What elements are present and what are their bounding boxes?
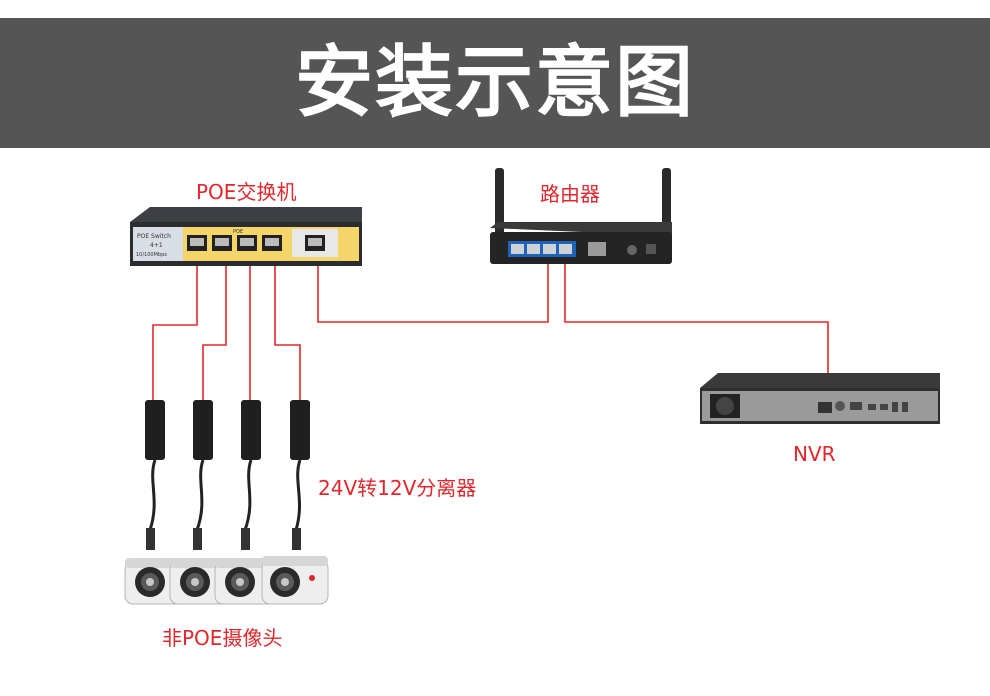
router-lan-port-4	[559, 244, 572, 254]
router-label: 路由器	[540, 182, 600, 206]
title-bar: 安装示意图	[0, 18, 990, 148]
cable-router-to-nvr	[564, 258, 829, 408]
cables	[152, 248, 829, 408]
cable-switch-to-splitter-1	[152, 252, 198, 400]
splitter-4	[290, 400, 310, 550]
switch-poe-port-3	[237, 235, 257, 251]
switch-ports-text: 4+1	[150, 242, 163, 249]
splitter-label: 24V转12V分离器	[318, 476, 477, 500]
router-lan-port-3	[543, 244, 556, 254]
camera-1	[124, 558, 190, 605]
nvr	[700, 373, 940, 424]
router-lan-port-1	[511, 244, 524, 254]
switch-speed-text: 10/100Mbps	[136, 252, 167, 258]
cameras-label: 非POE摄像头	[162, 626, 283, 650]
page-title: 安装示意图	[294, 38, 695, 128]
splitter-3	[241, 400, 261, 550]
switch-poe-port-1	[187, 235, 207, 251]
switch-uplink-port	[305, 235, 325, 251]
switch-brand-text: POE Switch	[137, 233, 171, 240]
cable-switch-to-splitter-2	[202, 252, 227, 400]
poe-switch: POE Switch 4+1 10/100Mbps POE	[130, 207, 362, 266]
router	[490, 168, 672, 264]
router-antenna-left	[495, 168, 504, 238]
poe-switch-label: POE交换机	[196, 180, 297, 204]
switch-poe-port-4	[262, 235, 282, 251]
nvr-label: NVR	[793, 442, 836, 466]
splitter-2	[193, 400, 213, 550]
switch-poe-port-2	[212, 235, 232, 251]
router-wan-port	[588, 242, 606, 256]
cable-switch-to-router	[317, 248, 549, 323]
camera-4	[261, 556, 329, 605]
cable-switch-to-splitter-4	[274, 252, 301, 400]
nvr-network-port	[818, 402, 832, 413]
switch-poe-text: POE	[233, 229, 243, 235]
router-lan-port-2	[527, 244, 540, 254]
splitter-1	[145, 400, 165, 550]
router-antenna-right	[662, 168, 671, 238]
